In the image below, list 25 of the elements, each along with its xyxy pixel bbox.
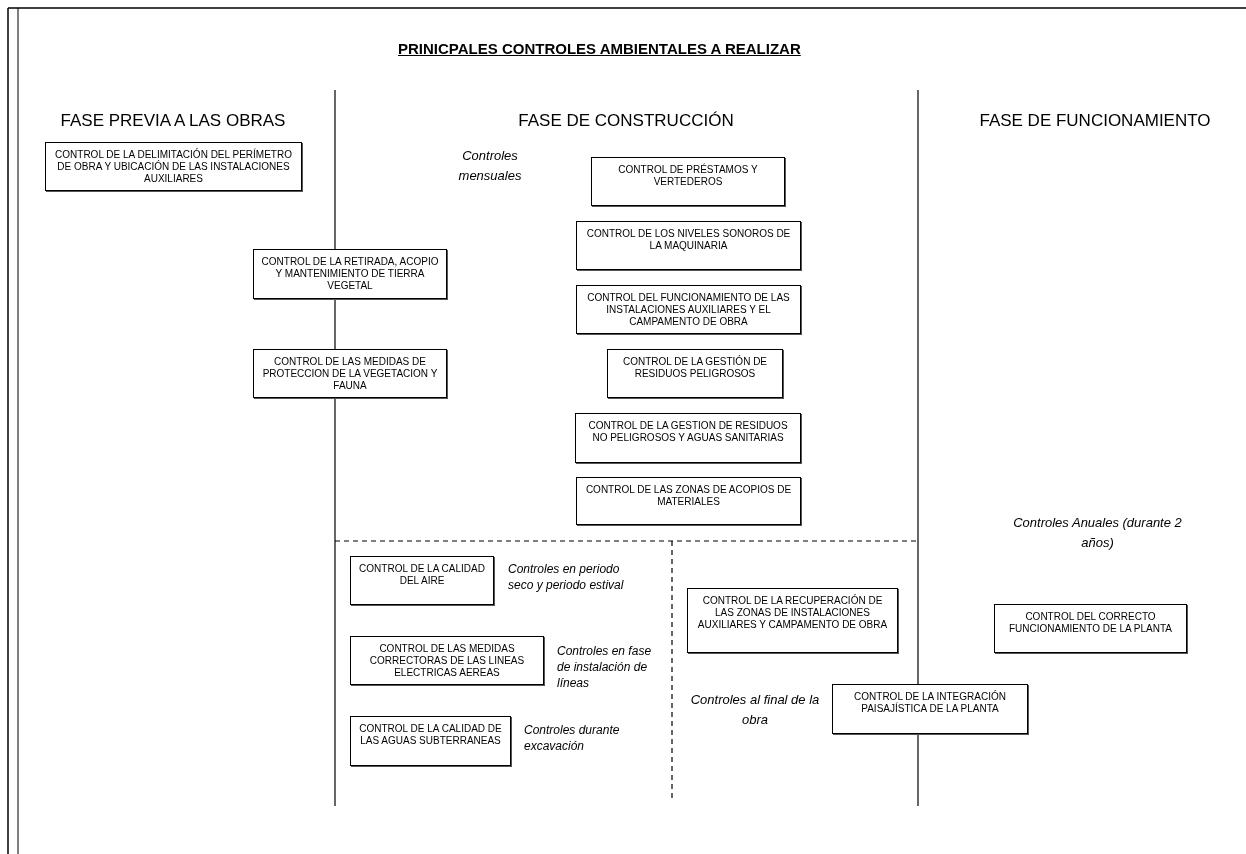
control-frequency-note: Controles mensuales (457, 147, 523, 185)
control-box: CONTROL DEL CORRECTO FUNCIONAMIENTO DE LA PLANTA (994, 604, 1187, 653)
control-frequency-note: Controles durante excavación (524, 722, 621, 754)
diagram-title: PRINICPALES CONTROLES AMBIENTALES A REALIZAR (398, 39, 801, 59)
control-box: CONTROL DE LA CALIDAD DEL AIRE (350, 556, 494, 605)
control-frequency-note: Controles en fase de instalación de líneas (557, 643, 653, 691)
phase-heading: FASE DE FUNCIONAMIENTO (978, 110, 1212, 132)
control-box: CONTROL DE LAS MEDIDAS CORRECTORAS DE LAS LINEAS ELECTRICAS AEREAS (350, 636, 544, 685)
control-box: CONTROL DE LOS NIVELES SONOROS DE LA MAQUINARIA (576, 221, 801, 270)
control-box: CONTROL DE LAS MEDIDAS DE PROTECCION DE LA VEGETACION Y FAUNA (253, 349, 447, 398)
control-frequency-note: Controles al final de la obra (690, 691, 820, 729)
control-box: CONTROL DE LA INTEGRACIÓN PAISAJÍSTICA DE LA PLANTA (832, 684, 1028, 734)
control-box: CONTROL DE LA GESTIÓN DE RESIDUOS PELIGROSOS (607, 349, 783, 398)
control-box: CONTROL DE LA RECUPERACIÓN DE LAS ZONAS DE INSTALACIONES AUXILIARES Y CAMPAMENTO DE OBRA (687, 588, 898, 653)
control-box: CONTROL DE PRÉSTAMOS Y VERTEDEROS (591, 157, 785, 206)
control-box: CONTROL DE LAS ZONAS DE ACOPIOS DE MATERIALES (576, 477, 801, 525)
control-box: CONTROL DE LA DELIMITACIÓN DEL PERÍMETRO DE OBRA Y UBICACIÓN DE LAS INSTALACIONES AUXILIARES (45, 142, 302, 191)
control-frequency-note: Controles en periodo seco y periodo estival (508, 561, 625, 593)
control-frequency-note: Controles Anuales (durante 2 años) (1012, 514, 1183, 552)
control-box: CONTROL DE LA GESTION DE RESIDUOS NO PELIGROSOS Y AGUAS SANITARIAS (575, 413, 801, 463)
phase-heading: FASE PREVIA A LAS OBRAS (59, 110, 287, 132)
control-box: CONTROL DEL FUNCIONAMIENTO DE LAS INSTALACIONES AUXILIARES Y EL CAMPAMENTO DE OBRA (576, 285, 801, 334)
control-box: CONTROL DE LA CALIDAD DE LAS AGUAS SUBTERRANEAS (350, 716, 511, 766)
phase-heading: FASE DE CONSTRUCCIÓN (517, 110, 735, 132)
control-box: CONTROL DE LA RETIRADA, ACOPIO Y MANTENIMIENTO DE TIERRA VEGETAL (253, 249, 447, 299)
